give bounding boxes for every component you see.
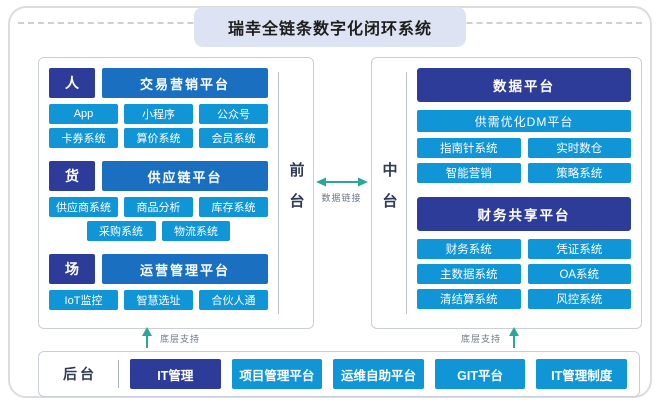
section-header: 场运营管理平台 (49, 254, 268, 284)
system-row: 指南针系统实时数仓 (417, 138, 631, 158)
support-right-label: 底层支持 (461, 333, 502, 344)
system-box: 供应商系统 (49, 197, 118, 217)
middle-side-label: 中台 (380, 162, 398, 224)
system-row: 采购系统物流系统 (49, 221, 268, 241)
front-section: 场运营管理平台 IoT监控智慧选址合伙人通 (49, 254, 268, 310)
system-box: 智慧选址 (124, 290, 193, 310)
data-link-label: 数据链接 (321, 193, 362, 203)
system-box: OA系统 (527, 264, 631, 284)
system-row: App 小程序公众号 (49, 104, 268, 124)
back-system-box: IT管理制度 (536, 359, 627, 389)
back-panel: 后台 IT管理项目管理平台运维自助平台 GIT平台 IT管理制度 (38, 351, 640, 397)
group-header: 财务共享平台 (417, 197, 631, 231)
platform-header: 交易营销平台 (102, 68, 268, 98)
support-right-group: 底层支持 (461, 327, 520, 349)
support-left-label: 底层支持 (160, 333, 201, 344)
section-tag: 场 (49, 254, 95, 284)
system-box: 算价系统 (124, 128, 193, 148)
system-box: 公众号 (199, 104, 268, 124)
system-box: 智能营销 (417, 163, 521, 183)
system-row: IoT监控智慧选址合伙人通 (49, 290, 268, 310)
back-system-box: 运维自助平台 (333, 359, 424, 389)
system-box: 物流系统 (161, 221, 231, 241)
system-row: 智能营销策略系统 (417, 163, 631, 183)
data-link-group: 数据链接 (306, 176, 377, 204)
back-side-label: 后台 (63, 366, 97, 382)
system-box: 小程序 (124, 104, 193, 124)
system-row: 供应商系统商品分析库存系统 (49, 197, 268, 217)
middle-group: 数据平台供需优化DM平台指南针系统实时数仓智能营销策略系统 (417, 68, 631, 183)
diagram-title: 瑞幸全链条数字化闭环系统 (193, 7, 467, 47)
section-tag: 货 (49, 161, 95, 191)
group-header: 数据平台 (417, 68, 631, 102)
front-panel: 人交易营销平台 App 小程序公众号卡券系统算价系统会员系统货供应链平台供应商系统商… (38, 57, 314, 329)
system-box: 风控系统 (527, 289, 631, 309)
section-header: 货供应链平台 (49, 161, 268, 191)
system-box: 凭证系统 (527, 239, 631, 259)
system-box: App (49, 104, 118, 124)
front-side-label: 前台 (287, 162, 305, 224)
section-header: 人交易营销平台 (49, 68, 268, 98)
back-system-box: GIT平台 (434, 359, 526, 389)
up-arrow-icon (142, 327, 152, 348)
wide-system-box: 供需优化DM平台 (417, 110, 631, 132)
system-row: 财务系统凭证系统 (417, 239, 631, 259)
system-box: 财务系统 (417, 239, 521, 259)
front-panel-content: 人交易营销平台 App 小程序公众号卡券系统算价系统会员系统货供应链平台供应商系统商… (39, 58, 278, 328)
support-left-group: 底层支持 (141, 327, 200, 349)
system-box: 指南针系统 (417, 138, 521, 158)
front-section: 货供应链平台供应商系统商品分析库存系统采购系统物流系统 (49, 161, 268, 241)
up-arrow-icon (509, 327, 520, 348)
double-arrow-icon (315, 177, 368, 187)
back-system-box: IT管理 (130, 359, 221, 389)
system-box: 采购系统 (86, 221, 156, 241)
system-row: 清结算系统风控系统 (417, 289, 631, 309)
system-box: IoT监控 (49, 290, 118, 310)
system-row: 卡券系统算价系统会员系统 (49, 128, 268, 148)
front-section: 人交易营销平台 App 小程序公众号卡券系统算价系统会员系统 (49, 68, 268, 148)
back-panel-divider (118, 360, 119, 388)
middle-panel-content: 数据平台供需优化DM平台指南针系统实时数仓智能营销策略系统财务共享平台财务系统凭… (407, 58, 641, 328)
system-box: 策略系统 (527, 163, 631, 183)
platform-header: 运营管理平台 (102, 254, 268, 284)
system-box: 清结算系统 (417, 289, 521, 309)
system-box: 主数据系统 (417, 264, 521, 284)
back-system-box: 项目管理平台 (231, 359, 323, 389)
front-panel-divider (278, 72, 279, 314)
system-box: 库存系统 (199, 197, 268, 217)
system-box: 商品分析 (124, 197, 193, 217)
system-box: 卡券系统 (49, 128, 118, 148)
system-box: 合伙人通 (199, 290, 268, 310)
system-box: 实时数仓 (527, 138, 631, 158)
system-box: 会员系统 (199, 128, 268, 148)
section-tag: 人 (49, 68, 95, 98)
middle-panel-divider (406, 72, 407, 314)
middle-panel: 中台 数据平台供需优化DM平台指南针系统实时数仓智能营销策略系统财务共享平台财务… (371, 57, 642, 329)
system-row: 主数据系统 OA系统 (417, 264, 631, 284)
platform-header: 供应链平台 (102, 161, 268, 191)
